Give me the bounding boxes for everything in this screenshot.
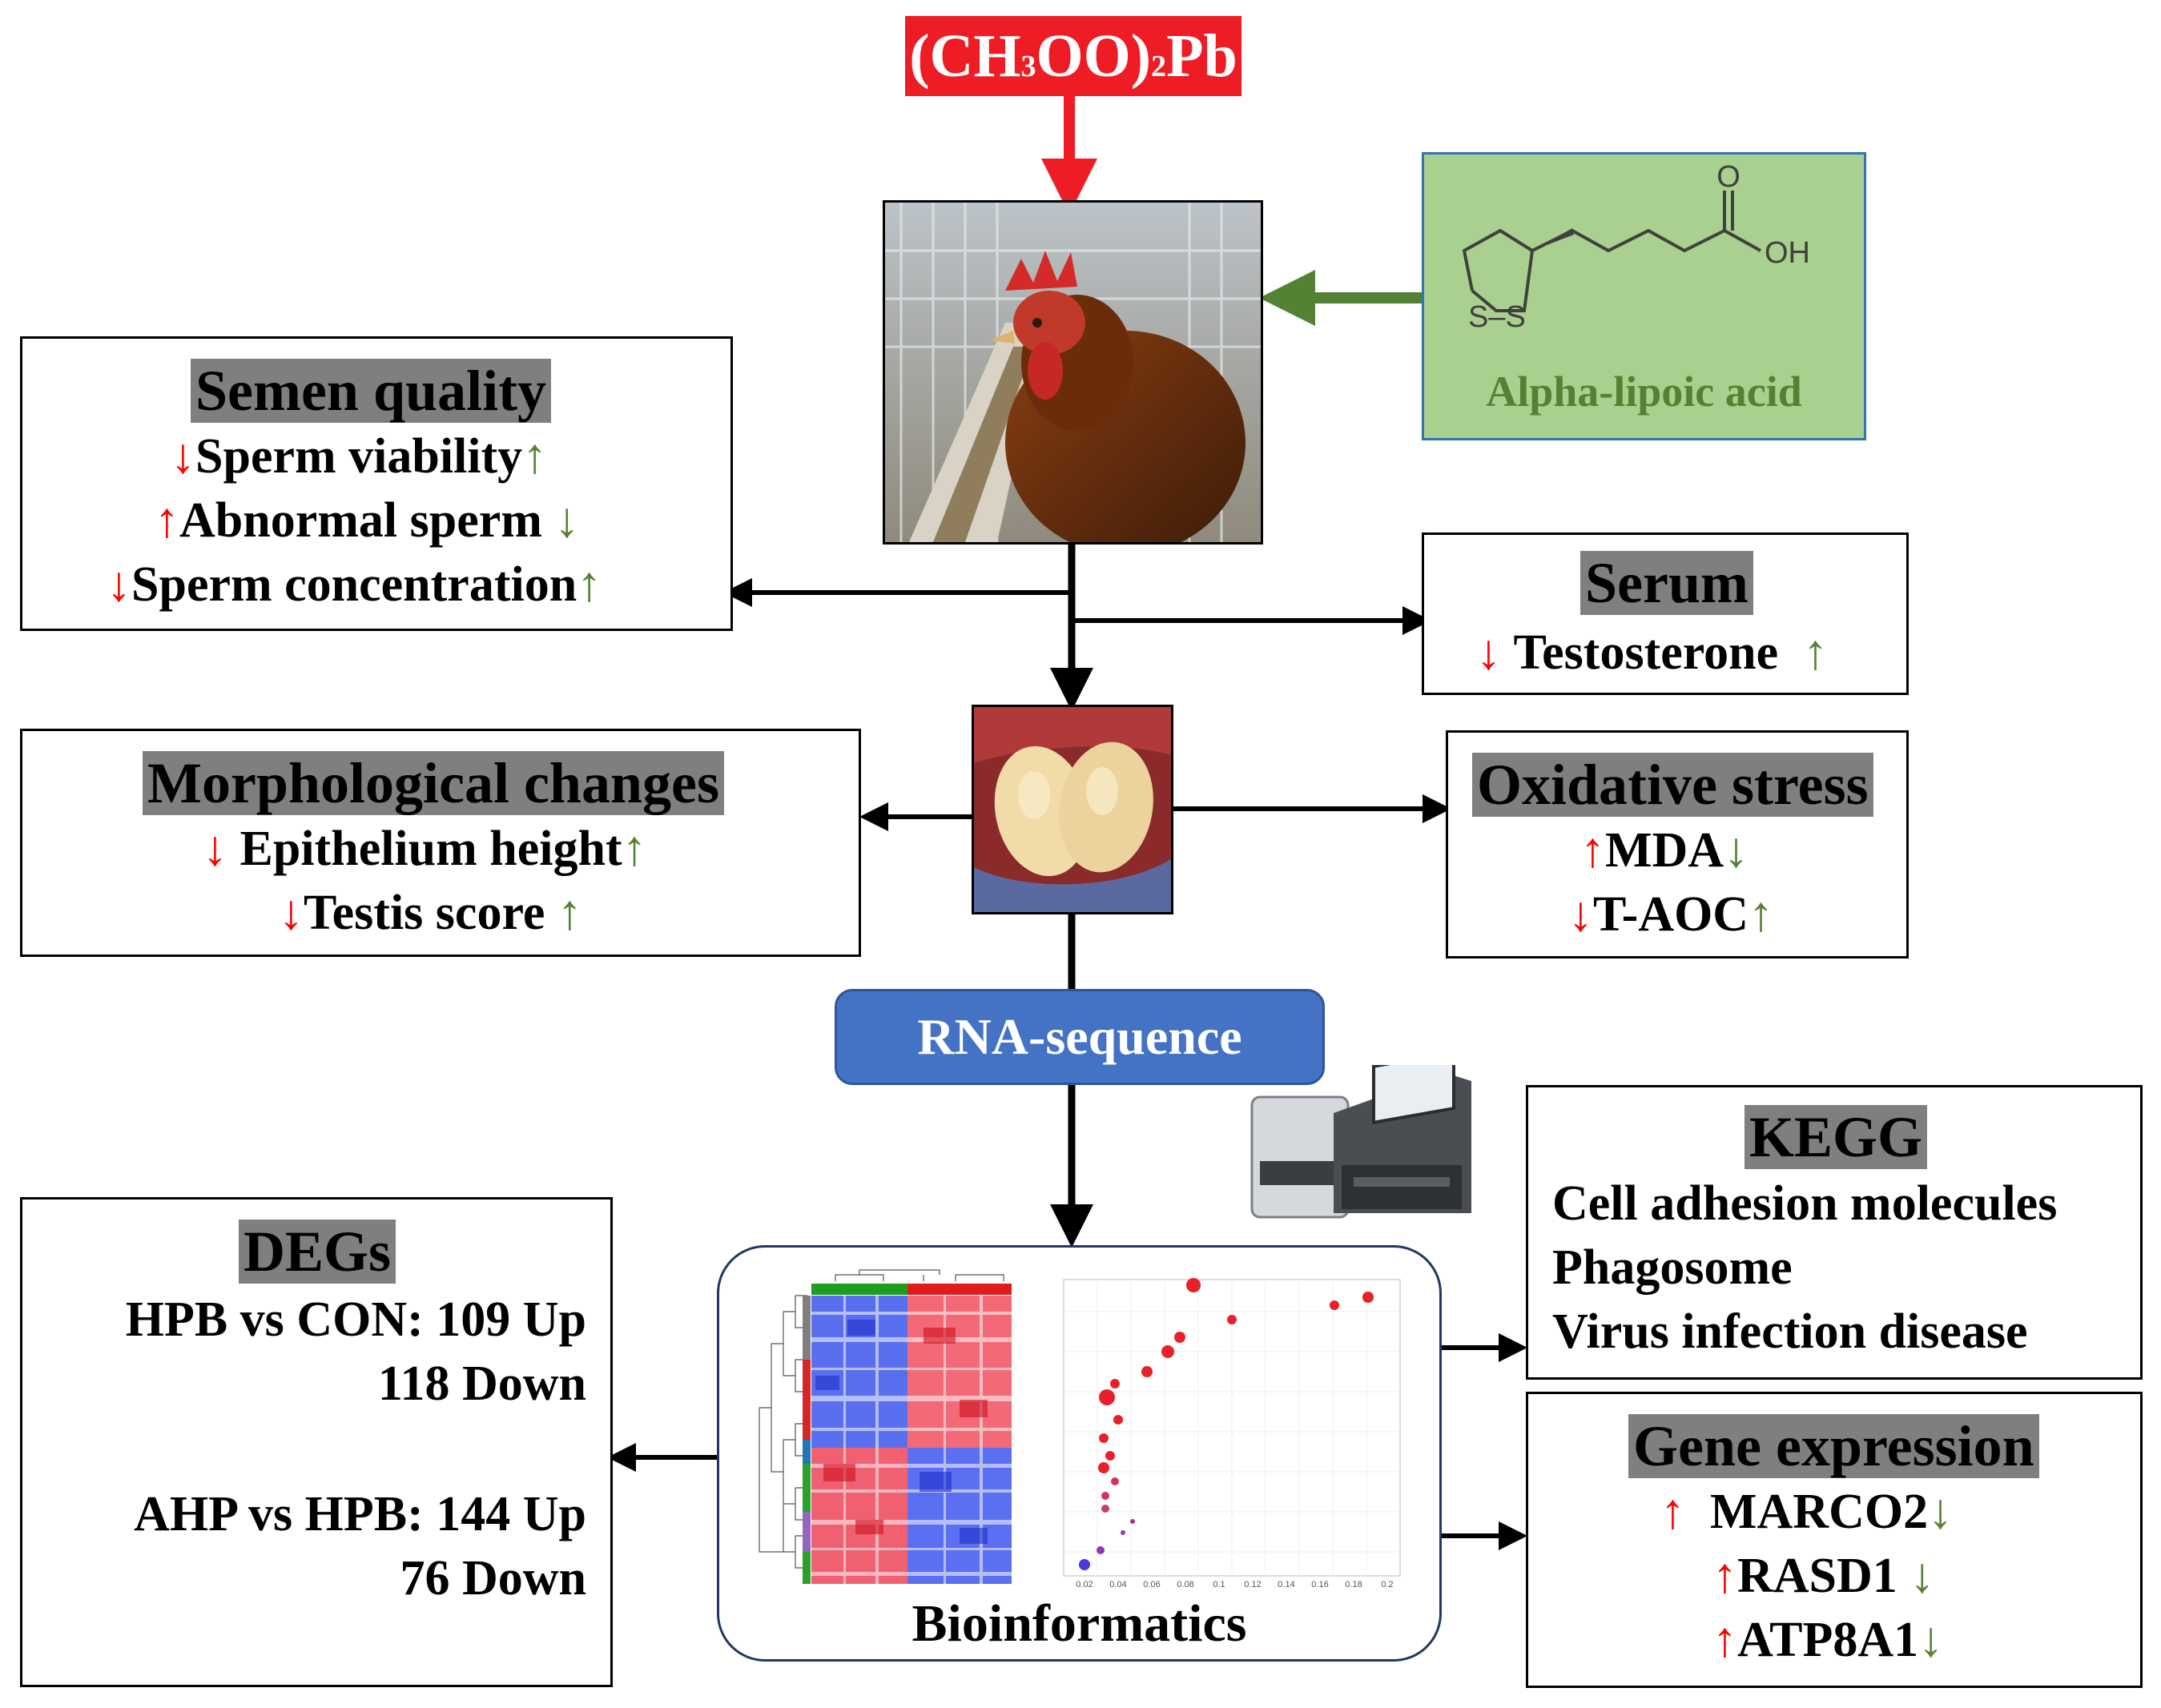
gene-item-1: ↑ MARCO2↓	[1660, 1485, 1954, 1539]
arrow-up-red-icon: ↑	[1580, 823, 1605, 878]
morphology-item-1: ↓ Epithelium height↑	[203, 822, 647, 876]
degs-title: DEGs	[239, 1220, 396, 1284]
bioinformatics-panel: 0.02 0.04 0.06 0.08 0.1 0.12 0.14 0.16 0…	[717, 1245, 1442, 1662]
oxidative-box: Oxidative stress ↑MDA↓ ↓T-AOC↑	[1446, 730, 1909, 958]
degs-box: DEGs HPB vs CON: 109 Up 118 Down AHP vs …	[20, 1197, 613, 1687]
gene-expression-title: Gene expression	[1628, 1414, 2039, 1478]
tick-label: 0.02	[1076, 1580, 1093, 1589]
oxidative-item-1: ↑MDA↓	[1580, 823, 1749, 878]
degs-line-2: 118 Down	[377, 1356, 586, 1411]
morphology-item-2: ↓Testis score ↑	[279, 886, 582, 940]
arrow-up-red-icon: ↑	[155, 493, 179, 548]
tick-label: 0.2	[1381, 1580, 1393, 1589]
degs-line-3: AHP vs HPB: 144 Up	[134, 1487, 586, 1541]
disulfide-label: S–S	[1468, 300, 1526, 334]
serum-title: Serum	[1580, 551, 1753, 615]
arrow-down-red-icon: ↓	[171, 429, 195, 484]
enrichment-dot-plot: 0.02 0.04 0.06 0.08 0.1 0.12 0.14 0.16 0…	[1063, 1278, 1401, 1589]
semen-item-1: ↓Sperm viability↑	[171, 429, 548, 484]
sequencer-icon	[1250, 1065, 1471, 1219]
arrow-up-green-icon: ↑	[577, 557, 602, 612]
arrow-down-red-icon: ↓	[279, 886, 304, 940]
tick-label: 0.06	[1143, 1580, 1160, 1589]
arrow-up-green-icon: ↑	[1803, 625, 1829, 680]
oxygen-atom-label: O	[1716, 160, 1740, 194]
arrow-down-red-icon: ↓	[1476, 625, 1501, 680]
arrow-down-green-icon: ↓	[1918, 1613, 1944, 1667]
lipoic-acid-structure: O OH S–S	[1462, 160, 1810, 334]
gene-item-3: ↑ATP8A1↓	[1712, 1613, 1944, 1667]
semen-item-3: ↓Sperm concentration↑	[107, 557, 602, 612]
morphology-box: Morphological changes ↓ Epithelium heigh…	[20, 729, 861, 957]
arrow-up-green-icon: ↑	[1749, 887, 1774, 942]
arrow-down-red-icon: ↓	[107, 557, 131, 612]
arrow-up-green-icon: ↑	[522, 429, 548, 484]
arrow-up-red-icon: ↑	[1712, 1549, 1737, 1603]
arrow-down-green-icon: ↓	[1724, 823, 1749, 878]
arrow-up-red-icon: ↑	[1660, 1485, 1685, 1539]
compound-label: (CH3OO)2Pb	[905, 16, 1241, 96]
tick-label: 0.18	[1345, 1580, 1362, 1589]
gene-expression-box: Gene expression ↑ MARCO2↓ ↑RASD1 ↓ ↑ATP8…	[1526, 1392, 2143, 1688]
oxidative-item-2: ↓T-AOC↑	[1568, 887, 1774, 942]
serum-box: Serum ↓ Testosterone ↑	[1422, 532, 1909, 695]
rna-sequence-label: RNA-sequence	[835, 989, 1325, 1085]
tick-label: 0.14	[1278, 1580, 1294, 1589]
semen-quality-box: Semen quality ↓Sperm viability↑ ↑Abnorma…	[20, 336, 733, 631]
arrow-up-green-icon: ↑	[622, 822, 647, 876]
arrow-down-red-icon: ↓	[203, 822, 227, 876]
arrow-down-green-icon: ↓	[554, 493, 580, 548]
supplement-caption: Alpha-lipoic acid	[1486, 368, 1802, 416]
kegg-item-1: Cell adhesion molecules	[1552, 1176, 2058, 1231]
gene-item-2: ↑RASD1 ↓	[1712, 1549, 1935, 1603]
tick-label: 0.04	[1109, 1580, 1126, 1589]
testis-photo	[972, 705, 1173, 914]
kegg-item-2: Phagosome	[1552, 1240, 1793, 1295]
arrow-down-green-icon: ↓	[1928, 1485, 1954, 1539]
tick-label: 0.08	[1177, 1580, 1193, 1589]
kegg-box: KEGG Cell adhesion molecules Phagosome V…	[1526, 1085, 2143, 1380]
arrow-down-red-icon: ↓	[1568, 887, 1593, 942]
serum-item-1: ↓ Testosterone ↑	[1476, 625, 1829, 680]
arrow-up-red-icon: ↑	[1712, 1613, 1737, 1667]
semen-item-2: ↑Abnormal sperm ↓	[155, 493, 580, 548]
kegg-item-3: Virus infection disease	[1552, 1304, 2028, 1359]
heatmap-figure	[759, 1269, 1012, 1584]
rooster-photo	[883, 200, 1263, 545]
kegg-title: KEGG	[1744, 1105, 1928, 1169]
morphology-title: Morphological changes	[143, 751, 724, 815]
semen-quality-title: Semen quality	[191, 359, 552, 423]
arrow-up-green-icon: ↑	[557, 886, 582, 940]
tick-label: 0.16	[1311, 1580, 1328, 1589]
tick-label: 0.12	[1244, 1580, 1261, 1589]
hydroxyl-label: OH	[1765, 236, 1810, 270]
bioinformatics-label: Bioinformatics	[911, 1594, 1247, 1653]
arrow-down-green-icon: ↓	[1909, 1549, 1935, 1603]
tick-label: 0.1	[1213, 1580, 1225, 1589]
oxidative-title: Oxidative stress	[1472, 753, 1873, 817]
degs-line-1: HPB vs CON: 109 Up	[125, 1292, 586, 1347]
degs-line-4: 76 Down	[400, 1551, 586, 1606]
supplement-box: O OH S–S Alpha-lipoic acid	[1422, 152, 1866, 440]
